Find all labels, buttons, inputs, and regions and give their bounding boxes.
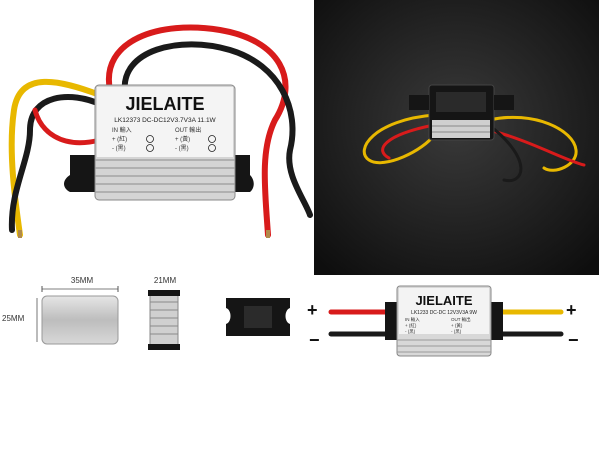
wired-module-out-neg: - (黑) bbox=[451, 329, 462, 335]
dimension-width-label: 35MM bbox=[70, 276, 94, 285]
front-view-in-pos: + (紅) bbox=[112, 135, 127, 143]
black-wire-left bbox=[8, 94, 105, 233]
front-view-out-pos: + (黃) bbox=[175, 135, 190, 143]
dimension-width-arrow bbox=[41, 286, 119, 292]
red-wire-top bbox=[105, 24, 289, 238]
wired-module-in-neg: - (黑) bbox=[405, 329, 416, 335]
dimension-height-label: 25MM bbox=[2, 314, 25, 323]
wired-module-model: LK1233 DC-DC 12V3V3A 9W bbox=[411, 310, 477, 316]
front-view-out-label: OUT 輸出 bbox=[175, 126, 201, 134]
dimension-front-module bbox=[41, 295, 119, 345]
black-wire-top bbox=[121, 41, 313, 218]
right-plus-sign: + bbox=[566, 300, 577, 320]
red-wire-left bbox=[32, 107, 103, 146]
wired-module-photo: JIELAITE LK1233 DC-DC 12V3V3A 9W IN 輸入 O… bbox=[328, 285, 564, 357]
dimension-height-arrow bbox=[36, 298, 38, 342]
dimension-side-module bbox=[148, 290, 180, 350]
wired-module-out-label: OUT 輸出 bbox=[451, 316, 471, 323]
bottom-base-view bbox=[226, 298, 290, 336]
wired-module-brand: JIELAITE bbox=[415, 293, 472, 308]
front-view-minus-icon bbox=[146, 144, 154, 152]
left-minus-sign: − bbox=[309, 330, 320, 350]
front-view-wires bbox=[8, 24, 313, 238]
front-view-brand: JIELAITE bbox=[125, 94, 204, 114]
wired-module-in-label: IN 輸入 bbox=[405, 316, 420, 323]
dimension-depth-label: 21MM bbox=[153, 276, 177, 285]
wired-module-in-pos: + (紅) bbox=[405, 322, 417, 329]
front-view-in-neg: - (黑) bbox=[112, 145, 126, 152]
front-view-model: LK12373 DC-DC12V3.7V3A 11.1W bbox=[114, 117, 216, 124]
left-plus-sign: + bbox=[307, 300, 318, 320]
front-view-plus-icon bbox=[146, 135, 154, 143]
front-view-in-label: IN 輸入 bbox=[112, 126, 132, 134]
dark-background-photo bbox=[314, 0, 599, 275]
right-minus-sign: − bbox=[568, 330, 579, 350]
front-view-photo: JIELAITE LK12373 DC-DC12V3.7V3A 11.1W IN… bbox=[0, 0, 313, 270]
front-view-out-neg: - (黑) bbox=[175, 145, 189, 152]
wired-module-out-pos: + (黃) bbox=[451, 322, 463, 329]
